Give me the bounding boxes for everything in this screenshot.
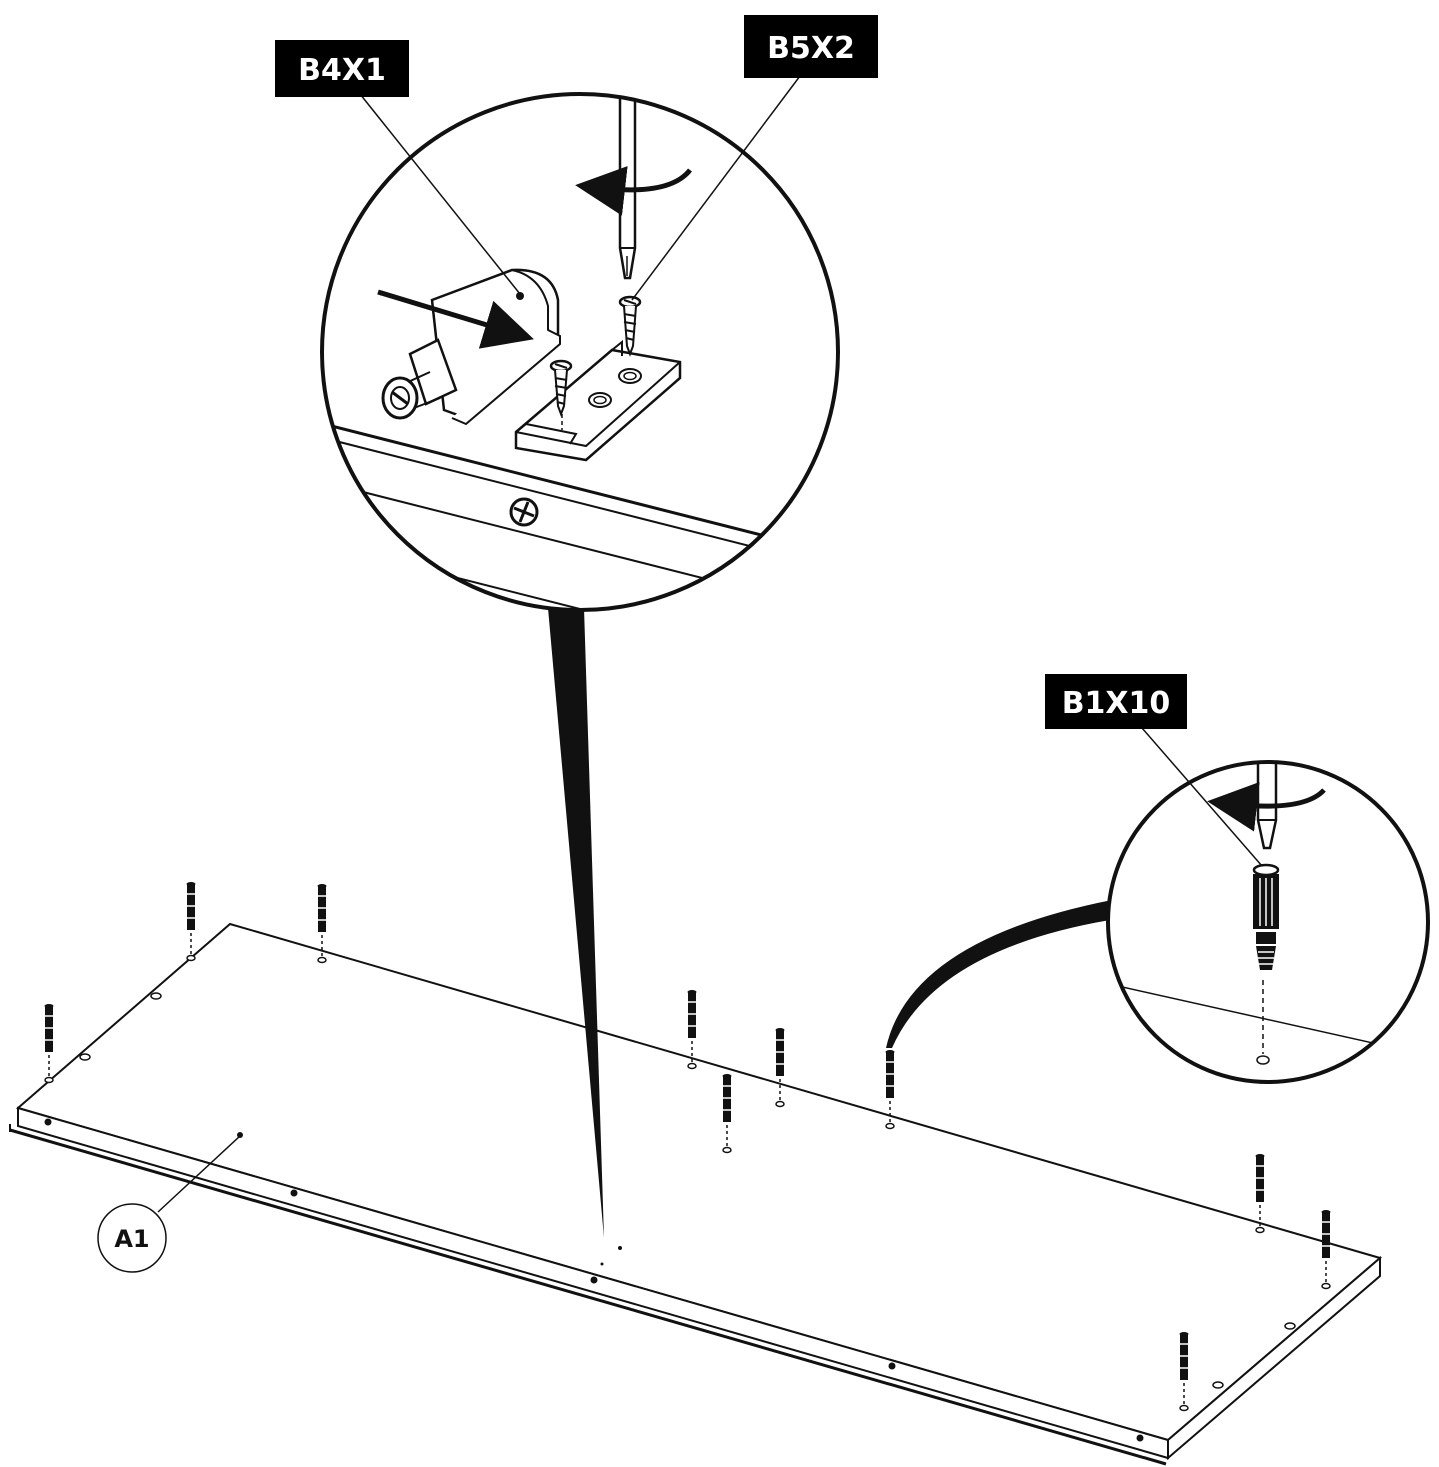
rotate-arrow-icon <box>1207 781 1326 832</box>
rotate-arrow-icon <box>575 165 692 216</box>
dowel-icon <box>317 884 327 964</box>
push-arrow-icon <box>377 289 534 349</box>
dowel-icon <box>722 1074 732 1154</box>
label-b1x10: B1X10 <box>1045 674 1187 729</box>
dowel-icon <box>186 882 196 962</box>
detail-circle-top <box>320 92 840 612</box>
callout-pointer-top <box>548 608 604 1238</box>
dowel-icon <box>775 1028 785 1108</box>
label-b5x2-text: B5X2 <box>767 31 855 66</box>
dowel-icon <box>687 990 697 1070</box>
dowel-icon <box>1252 863 1280 970</box>
dowel-icon <box>1179 1332 1189 1412</box>
mounting-bracket <box>514 339 682 462</box>
edge-holes <box>44 1118 1144 1442</box>
label-b5x2: B5X2 <box>744 15 878 78</box>
edge-screw-icon <box>509 497 539 527</box>
detail-circle-right <box>1106 760 1430 1084</box>
screw-icon <box>618 295 642 357</box>
dowel-group <box>44 882 1331 1412</box>
panel-a1 <box>9 922 1383 1466</box>
screw-icon <box>549 359 573 417</box>
dowel-icon <box>1255 1154 1265 1234</box>
label-b1x10-text: B1X10 <box>1062 686 1171 721</box>
dowel-icon <box>885 1050 895 1130</box>
label-b4x1-text: B4X1 <box>298 53 386 88</box>
label-a1-text: A1 <box>114 1225 149 1253</box>
dowel-icon <box>1321 1210 1331 1290</box>
label-a1: A1 <box>97 1135 241 1273</box>
label-b4x1: B4X1 <box>275 40 409 97</box>
face-holes <box>79 992 1296 1389</box>
callout-pointer-right <box>886 900 1112 1048</box>
dowel-icon <box>44 1004 54 1084</box>
screwdriver-icon <box>618 94 637 280</box>
